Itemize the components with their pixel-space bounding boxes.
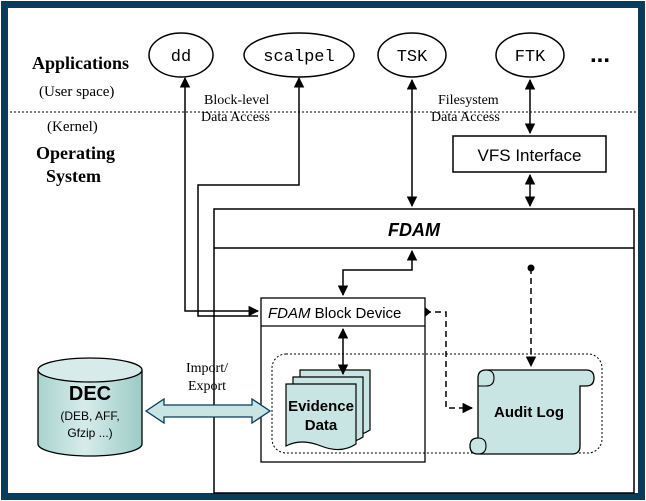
kernel-label: (Kernel)	[47, 119, 98, 135]
operating-label: Operating	[36, 143, 115, 163]
audit-log-label: Audit Log	[494, 404, 564, 421]
vfs-interface-box	[452, 135, 607, 173]
fdam-title: FDAM	[388, 220, 441, 240]
import-label: Import/	[186, 361, 228, 376]
vfs-interface-label: VFS Interface	[478, 146, 582, 165]
fs-access-label-2: Data Access	[431, 110, 500, 125]
block-device-title-rest: Block Device	[311, 305, 402, 322]
applications-label: Applications	[32, 53, 129, 73]
app-ftk-label: FTK	[515, 48, 546, 67]
dec-cylinder-top	[37, 357, 143, 383]
fdam-junction-dot	[527, 264, 535, 272]
dec-title: DEC	[69, 383, 111, 405]
block-device-title: FDAM Block Device	[268, 305, 401, 322]
app-scalpel: scalpel	[243, 32, 355, 78]
app-dd-label: dd	[171, 48, 191, 67]
fs-access-label-1: Filesystem	[438, 93, 499, 108]
block-device-title-italic: FDAM	[268, 305, 311, 322]
block-access-label-2: Data Access	[201, 110, 270, 125]
evidence-data-stack: Evidence Data	[285, 369, 371, 451]
block-device-to-fdam	[337, 249, 418, 297]
dec-formats-line1: (DEB, AFF,	[60, 409, 119, 423]
audit-log-top-curl	[478, 369, 495, 387]
dec-formats-line2: Gfzip ...)	[67, 426, 112, 440]
connections	[179, 76, 537, 414]
audit-log-shape	[469, 369, 595, 455]
storage-region	[271, 353, 603, 454]
app-tsk-ellipse	[377, 32, 447, 78]
import-export-arrow	[144, 397, 272, 425]
block-device-to-audit-log	[425, 311, 474, 414]
audit-log-scroll: Audit Log	[469, 369, 595, 455]
evidence-label-2: Data	[305, 417, 338, 434]
scalpel-to-block-device	[197, 76, 305, 317]
app-ftk-ellipse	[495, 32, 565, 78]
system-label: System	[46, 166, 101, 186]
app-ftk: FTK	[495, 32, 565, 78]
dd-to-block-device	[179, 76, 260, 317]
block-access-label-1: Block-level	[204, 93, 269, 108]
app-scalpel-label: scalpel	[263, 48, 334, 67]
app-dd: dd	[148, 32, 214, 78]
evidence-sheet-front	[285, 383, 357, 451]
export-label: Export	[188, 379, 226, 394]
app-tsk: TSK	[377, 32, 447, 78]
app-tsk-label: TSK	[397, 48, 428, 67]
dec-cylinder: DEC (DEB, AFF, Gfzip ...)	[37, 357, 143, 457]
more-apps-ellipsis: ...	[590, 41, 610, 68]
block-device-out-tick	[425, 307, 431, 317]
user-space-label: (User space)	[39, 84, 114, 100]
audit-log-bottom-curl	[477, 437, 487, 455]
evidence-label-1: Evidence	[288, 398, 354, 415]
dec-cylinder-body	[37, 370, 143, 457]
